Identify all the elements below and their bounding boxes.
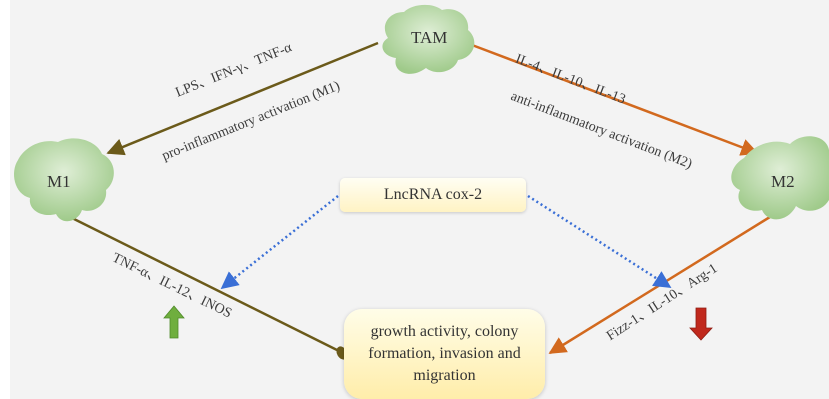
outcome-box: growth activity, colony formation, invas… — [344, 309, 545, 399]
tam-label: TAM — [411, 28, 448, 47]
m1-to-outcome-line — [71, 216, 342, 354]
m2-downregulation-arrow — [689, 307, 713, 341]
tam-cell — [382, 4, 475, 74]
tam-to-m2-arrow — [471, 43, 759, 156]
m1-cell — [14, 138, 114, 222]
lncrna-label: LncRNA cox-2 — [383, 186, 483, 203]
m1-label: M1 — [47, 172, 71, 191]
m2-cell — [731, 136, 829, 220]
lncrna-to-m2-path-arrow — [527, 194, 672, 289]
tam-to-m1-arrow — [106, 41, 379, 156]
lncrna-to-m1-path-arrow — [220, 195, 339, 290]
m2-label: M2 — [771, 172, 795, 191]
m1-upregulation-arrow — [163, 305, 185, 339]
outcome-label: growth activity, colony formation, invas… — [368, 323, 521, 384]
lncrna-box: LncRNA cox-2 — [340, 178, 526, 212]
